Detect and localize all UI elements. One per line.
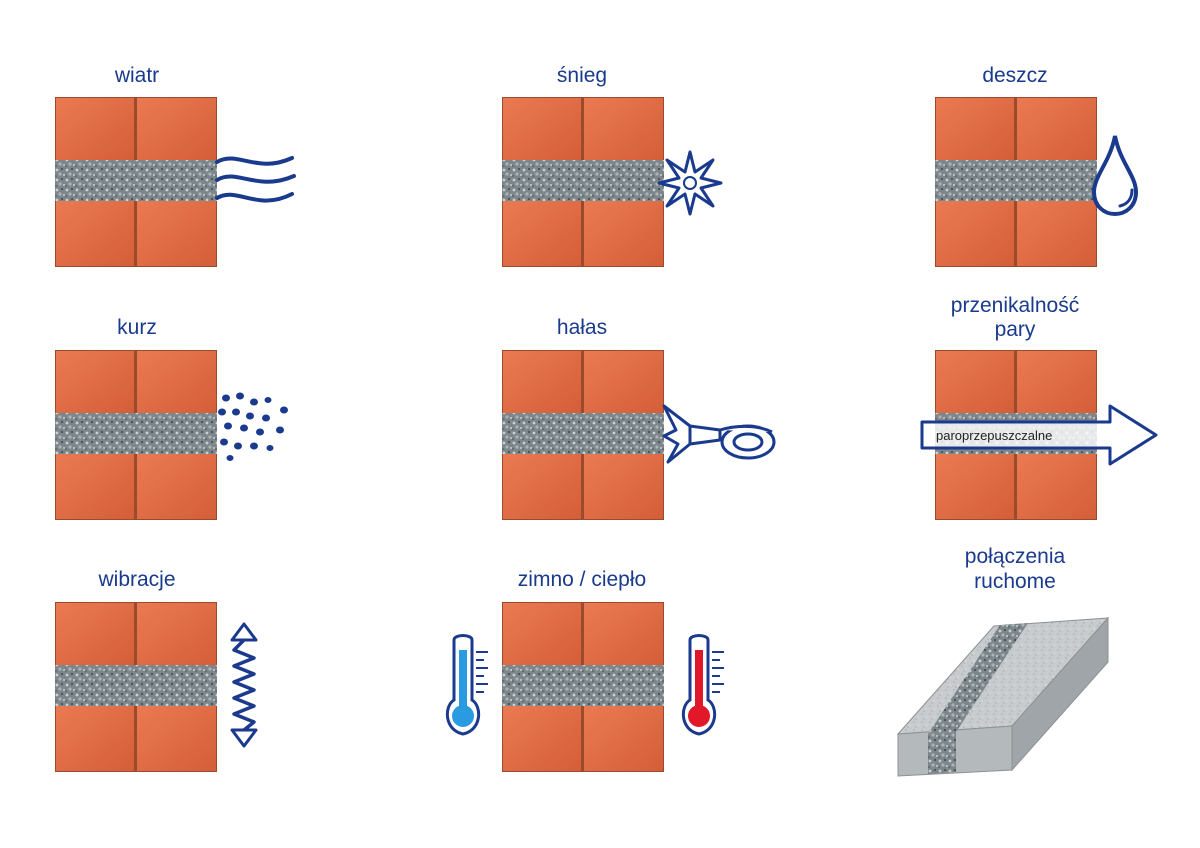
brick-wall-vibration xyxy=(55,602,217,772)
brick-wall-snow xyxy=(502,97,664,267)
label-joints-line2: ruchome xyxy=(974,570,1056,593)
dust-icon xyxy=(218,392,288,461)
label-rain: deszcz xyxy=(982,64,1048,87)
label-joints-line1: połączenia xyxy=(964,545,1066,568)
brick-wall-dust xyxy=(55,350,217,520)
raindrop-icon xyxy=(1091,135,1139,217)
label-noise: hałas xyxy=(556,316,608,339)
hot-thermometer-icon xyxy=(681,634,724,736)
label-vibration: wibracje xyxy=(98,568,176,591)
arrow-text: paroprzepuszczalne xyxy=(936,428,1052,443)
brick-wall-rain xyxy=(935,97,1097,267)
label-wind: wiatr xyxy=(114,64,160,87)
brick-wall-temperature xyxy=(502,602,664,772)
label-snow: śnieg xyxy=(556,64,608,87)
cold-thermometer-icon xyxy=(445,634,488,736)
label-vapor-line2: pary xyxy=(994,318,1036,341)
concrete-slab-joint xyxy=(896,616,1110,777)
brick-wall-wind xyxy=(55,97,217,267)
label-dust: kurz xyxy=(117,316,157,339)
wind-icon xyxy=(215,156,296,203)
label-temperature: zimno / ciepło xyxy=(517,568,647,591)
vapor-arrow-icon: paroprzepuszczalne xyxy=(920,404,1158,466)
snowflake-icon xyxy=(657,150,723,216)
label-vapor-line1: przenikalność xyxy=(950,294,1080,317)
horn-icon xyxy=(662,404,776,464)
vibration-icon xyxy=(230,622,258,748)
brick-wall-noise xyxy=(502,350,664,520)
